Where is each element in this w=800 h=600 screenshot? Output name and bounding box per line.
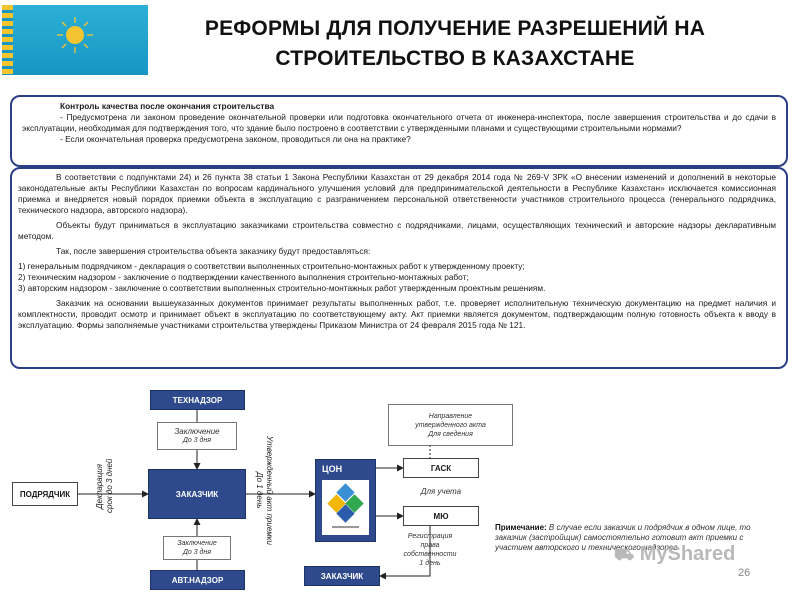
zaklyuchenie-top-note: Заключение До 3 дня: [157, 422, 237, 450]
zakazchik-box: ЗАКАЗЧИК: [148, 469, 246, 519]
reform-list-item-3: 3) авторским надзором - заключение о соо…: [18, 283, 546, 293]
reform-list-item-1: 1) генеральным подрядчиком - декларация …: [18, 261, 525, 271]
declaration-label-2: срок до 3 дней: [105, 458, 114, 514]
for-accounting-label: Для учета: [420, 487, 462, 496]
page-title: РЕФОРМЫ ДЛЯ ПОЛУЧЕНИЕ РАЗРЕШЕНИЙ НА СТРО…: [150, 14, 760, 74]
registration-label: Регистрация права собственности 1 день: [392, 532, 468, 568]
arrow-myu-zakazchik: [379, 526, 431, 580]
registration-line2: права: [420, 542, 440, 549]
reform-paragraph-1: В соответствии с подпунктами 24) и 26 пу…: [18, 172, 776, 215]
reform-paragraph-2: Объекты будут приниматься в эксплуатацию…: [18, 220, 776, 241]
page-number: 26: [738, 567, 751, 579]
reform-paragraph-3: Так, после завершения строительства объе…: [56, 246, 371, 256]
reform-list-item-2: 2) техническим надзором - заключение о п…: [18, 272, 469, 282]
zaklyuchenie-bottom-label: Заключение: [177, 540, 217, 547]
zaklyuchenie-top-label: Заключение: [174, 427, 220, 436]
registration-line4: 1 день: [419, 560, 441, 567]
watermark-text: MyShared: [639, 543, 736, 565]
myu-box: МЮ: [403, 506, 479, 526]
approved-act-label-2: До 1 день: [255, 471, 264, 509]
con-logo-icon: [322, 480, 369, 535]
declaration-label: Декларация срок до 3 дней: [95, 446, 119, 526]
zaklyuchenie-top-term: До 3 дня: [182, 437, 212, 444]
title-line1: РЕФОРМЫ ДЛЯ ПОЛУЧЕНИЕ РАЗРЕШЕНИЙ НА: [204, 17, 706, 40]
quality-control-box: Контроль качества после окончания строит…: [10, 95, 788, 167]
reform-paragraph-4: Заказчик на основании вышеуказанных доку…: [18, 298, 776, 330]
avtnadzor-box: АВТ.НАДЗОР: [150, 570, 245, 590]
watermark: ⛟ MyShared: [614, 543, 735, 566]
title-line2: СТРОИТЕЛЬСТВО В КАЗАХСТАНЕ: [275, 47, 635, 70]
tehnadzor-box: ТЕХНАДЗОР: [150, 390, 245, 410]
quality-control-heading: Контроль качества после окончания строит…: [60, 101, 275, 111]
direction-note-line2: утвержденного акта: [415, 421, 486, 429]
direction-note-line3: Для сведения: [428, 430, 473, 438]
remark-note: Примечание: В случае если заказчик и под…: [495, 523, 757, 553]
con-box: ЦОН: [315, 459, 376, 542]
gask-box: ГАСК: [403, 458, 479, 478]
quality-control-question-1: - Предусмотрена ли законом проведение ок…: [22, 112, 776, 133]
quality-control-question-2: - Если окончательная проверка предусмотр…: [60, 134, 411, 144]
remark-label: Примечание:: [495, 523, 547, 532]
kazakhstan-flag-icon: [2, 5, 148, 75]
registration-line3: собственности: [403, 551, 457, 558]
sun-icon: [57, 17, 93, 53]
direction-note: Направление утвержденного акта Для сведе…: [388, 404, 513, 446]
remark-text: В случае если заказчик и подрядчик в одн…: [495, 523, 751, 552]
zakazchik-final-box: ЗАКАЗЧИК: [304, 566, 380, 586]
approved-act-label-1: Утвержденный акт приемки: [265, 435, 274, 545]
zaklyuchenie-bottom-note: Заключение До 3 дня: [163, 536, 231, 560]
direction-note-line1: Направление: [428, 412, 473, 420]
reform-description-box: В соответствии с подпунктами 24) и 26 пу…: [10, 167, 788, 369]
registration-line1: Регистрация: [407, 533, 453, 540]
con-label: ЦОН: [322, 464, 343, 474]
declaration-label-1: Декларация: [95, 463, 104, 509]
watermark-cart-icon: ⛟: [614, 547, 635, 564]
podryadchik-box: ПОДРЯДЧИК: [12, 482, 78, 506]
approved-act-label: Утвержденный акт приемки До 1 день: [250, 430, 274, 550]
zaklyuchenie-bottom-term: До 3 дня: [182, 549, 212, 556]
